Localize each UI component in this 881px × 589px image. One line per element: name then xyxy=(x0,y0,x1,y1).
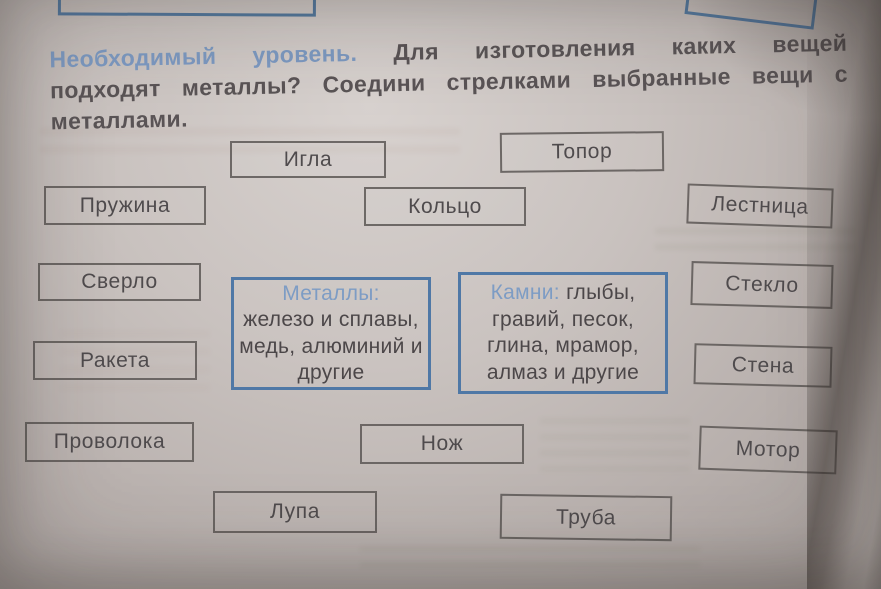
category-name: Камни: xyxy=(490,281,560,304)
word-label: Нож xyxy=(420,432,464,455)
word-label: Пружина xyxy=(79,193,171,217)
word-box-sverlo[interactable]: Сверло xyxy=(38,263,201,301)
category-description: железо и сплавы, медь, алюминий и другие xyxy=(239,308,423,384)
cropped-frame-top-right xyxy=(684,0,822,30)
word-box-lestnitsa[interactable]: Лестница xyxy=(686,183,834,229)
word-box-motor[interactable]: Мотор xyxy=(698,425,838,475)
word-label: Топор xyxy=(551,139,613,164)
cropped-frame-top-left xyxy=(57,0,317,17)
word-label: Проволока xyxy=(53,430,166,453)
word-label: Игла xyxy=(283,147,333,171)
category-description: глыбы, гравий, песок, глина, мрамор, алм… xyxy=(486,281,640,384)
word-label: Мотор xyxy=(735,436,801,463)
word-label: Сверло xyxy=(81,270,158,293)
word-box-topor[interactable]: Топор xyxy=(499,131,665,173)
category-text: Камни: глыбы, гравий, песок, глина, мрам… xyxy=(470,280,656,386)
word-label: Стена xyxy=(731,352,795,378)
word-box-steklo[interactable]: Стекло xyxy=(690,261,834,309)
word-box-pruzhina[interactable]: Пружина xyxy=(44,186,206,225)
word-box-koltso[interactable]: Кольцо xyxy=(364,187,526,226)
word-box-igla[interactable]: Игла xyxy=(230,141,386,178)
category-box-stones[interactable]: Камни: глыбы, гравий, песок, глина, мрам… xyxy=(458,272,668,394)
exercise-instruction: Необходимый уровень. Для изготовления ка… xyxy=(49,28,849,138)
category-text: Металлы: железо и сплавы, медь, алюминий… xyxy=(238,281,424,387)
category-box-metals[interactable]: Металлы: железо и сплавы, медь, алюминий… xyxy=(231,277,431,390)
word-box-lupa[interactable]: Лупа xyxy=(213,491,377,533)
bleed-through-smudge xyxy=(360,546,700,576)
word-label: Кольцо xyxy=(408,194,482,218)
word-box-raketa[interactable]: Ракета xyxy=(33,341,197,380)
word-box-stena[interactable]: Стена xyxy=(693,343,833,388)
word-label: Стекло xyxy=(724,271,800,298)
word-box-truba[interactable]: Труба xyxy=(499,493,673,542)
category-name: Металлы: xyxy=(282,281,380,305)
bleed-through-smudge xyxy=(655,228,855,258)
bleed-through-smudge xyxy=(540,418,690,476)
word-label: Лестница xyxy=(710,192,810,219)
word-label: Труба xyxy=(555,505,617,529)
word-label: Ракета xyxy=(79,348,151,372)
word-label: Лупа xyxy=(270,500,320,523)
level-label: Необходимый уровень. xyxy=(49,39,358,73)
word-box-provoloka[interactable]: Проволока xyxy=(25,422,194,462)
word-box-nozh[interactable]: Нож xyxy=(360,424,524,464)
